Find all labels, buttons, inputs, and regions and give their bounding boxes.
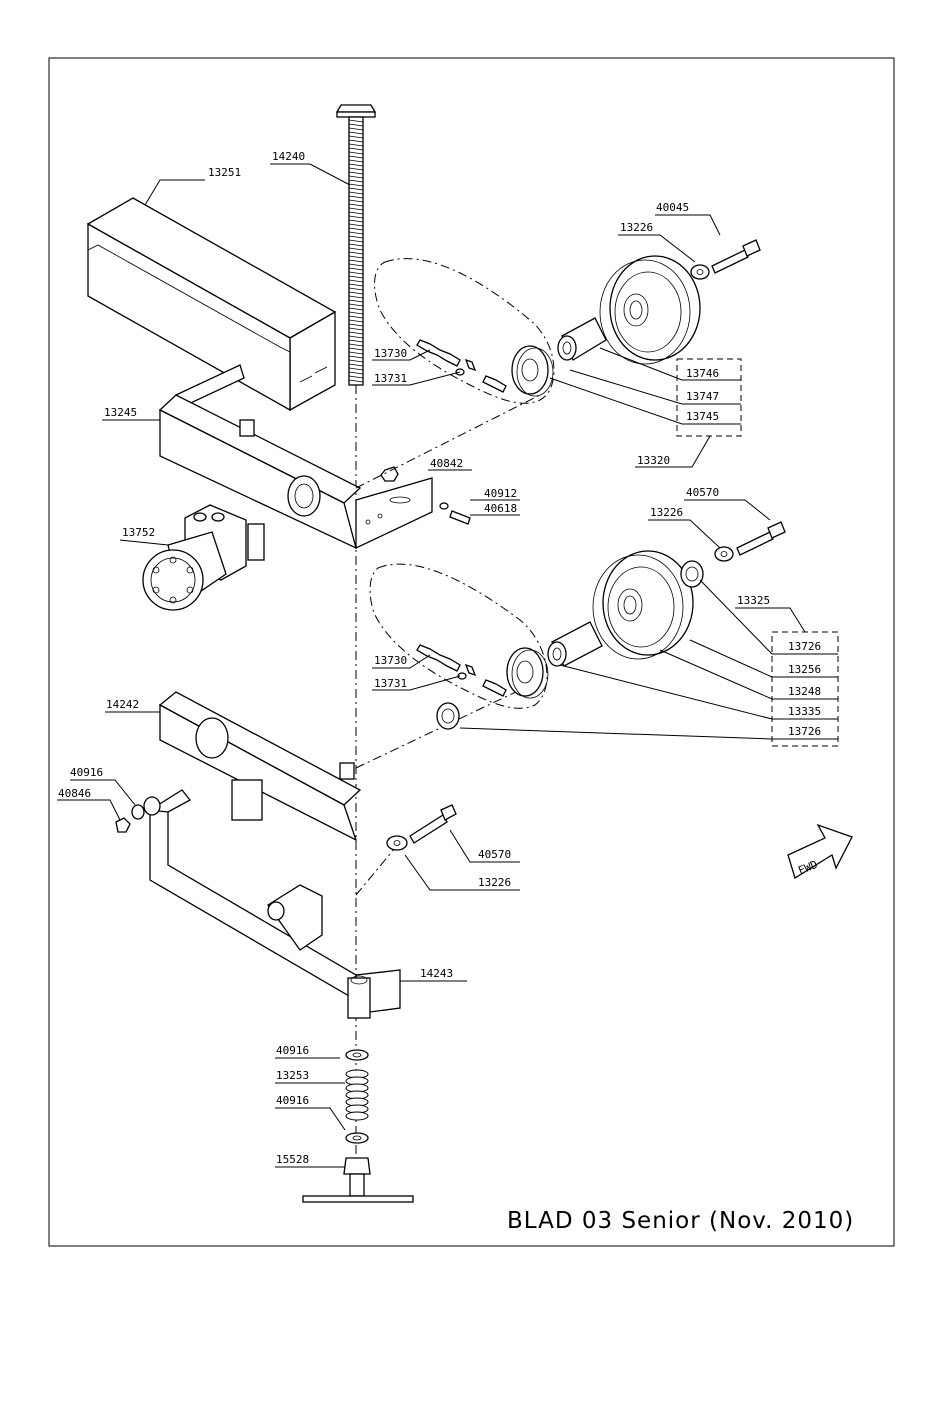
lower-wheel — [593, 551, 693, 659]
lower-bolt-washer — [715, 522, 785, 561]
label-40912: 40912 — [484, 487, 517, 500]
label-40045: 40045 — [656, 201, 689, 214]
label-40618: 40618 — [484, 502, 517, 515]
label-13245: 13245 — [104, 406, 137, 419]
label-13747: 13747 — [686, 390, 719, 403]
label-40570-low: 40570 — [478, 848, 511, 861]
label-14240: 14240 — [272, 150, 305, 163]
label-40916-a: 40916 — [70, 766, 103, 779]
upper-sprocket — [512, 346, 553, 396]
label-13320: 13320 — [637, 454, 670, 467]
label-40842: 40842 — [430, 457, 463, 470]
lower-bearing-inner — [437, 703, 459, 729]
label-13251: 13251 — [208, 166, 241, 179]
label-13226-top: 13226 — [620, 221, 653, 234]
label-13726-b: 13726 — [788, 725, 821, 738]
label-13730-top: 13730 — [374, 347, 407, 360]
label-13325: 13325 — [737, 594, 770, 607]
label-40570-mid: 40570 — [686, 486, 719, 499]
label-13248: 13248 — [788, 685, 821, 698]
label-13730-mid: 13730 — [374, 654, 407, 667]
arm-frame — [150, 790, 400, 1018]
label-13226-low: 13226 — [478, 876, 511, 889]
lower-hub-sleeve — [548, 622, 602, 666]
label-13335: 13335 — [788, 705, 821, 718]
label-14242: 14242 — [106, 698, 139, 711]
label-13745: 13745 — [686, 410, 719, 423]
label-13746: 13746 — [686, 367, 719, 380]
lower-bracket — [160, 692, 360, 840]
threaded-rod — [337, 105, 375, 385]
upper-hub-sleeve — [558, 318, 606, 360]
label-13726-a: 13726 — [788, 640, 821, 653]
hydraulic-motor — [143, 505, 264, 610]
drawing-title: BLAD 03 Senior (Nov. 2010) — [507, 1208, 854, 1234]
upper-bolt-washer — [691, 240, 760, 279]
label-13253: 13253 — [276, 1069, 309, 1082]
label-13226-mid: 13226 — [650, 506, 683, 519]
label-40846: 40846 — [58, 787, 91, 800]
label-13731-mid: 13731 — [374, 677, 407, 690]
upper-wheel — [600, 256, 700, 364]
label-13256: 13256 — [788, 663, 821, 676]
lower-pin — [387, 805, 456, 850]
bottom-stack — [303, 1050, 413, 1202]
forward-arrow: FWD — [788, 825, 852, 878]
upper-chain-links — [417, 340, 506, 392]
label-40916-b: 40916 — [276, 1044, 309, 1057]
label-13752: 13752 — [122, 526, 155, 539]
label-13731-top: 13731 — [374, 372, 407, 385]
label-40916-c: 40916 — [276, 1094, 309, 1107]
label-15528: 15528 — [276, 1153, 309, 1166]
label-14243: 14243 — [420, 967, 453, 980]
lower-sprocket — [507, 648, 548, 698]
lower-bearing-outer — [681, 561, 703, 587]
